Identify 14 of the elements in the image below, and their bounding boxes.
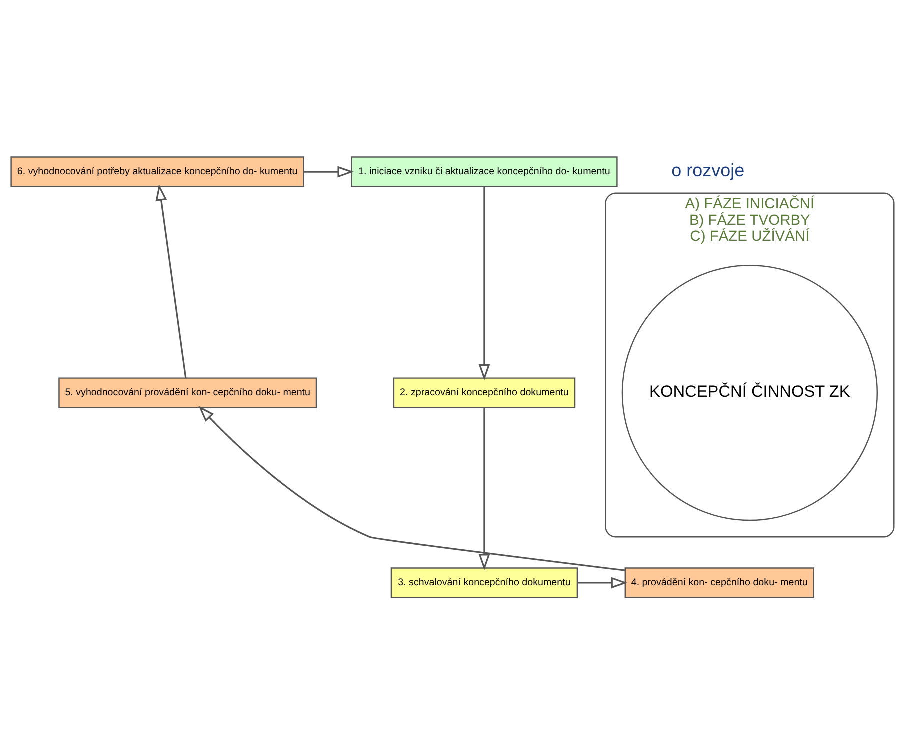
- node-circle: KONCEPČNÍ ČINNOST ZK: [622, 264, 878, 521]
- node-box: 2. zpracování koncepčního dokumentu: [393, 377, 576, 408]
- node-box: 1. iniciace vzniku či aktualizace koncepčního do- kumentu: [351, 156, 618, 187]
- node-box: 3. schvalování koncepčního dokumentu: [390, 567, 578, 598]
- arrow: [478, 186, 490, 380]
- node-box: 6. vyhodnocování potřeby aktualizace koncepčního do- kumentu: [10, 156, 304, 187]
- arrow: [156, 184, 187, 378]
- arrow: [198, 406, 626, 571]
- arrow: [577, 576, 628, 588]
- node-box: 4. provádění kon- cepčního doku- mentu: [624, 567, 814, 598]
- arrow: [478, 408, 490, 570]
- label: o rozvoje: [672, 160, 745, 180]
- node-box: 5. vyhodnocování provádění kon- cepčního doku- mentu: [58, 377, 318, 408]
- arrow: [304, 166, 354, 178]
